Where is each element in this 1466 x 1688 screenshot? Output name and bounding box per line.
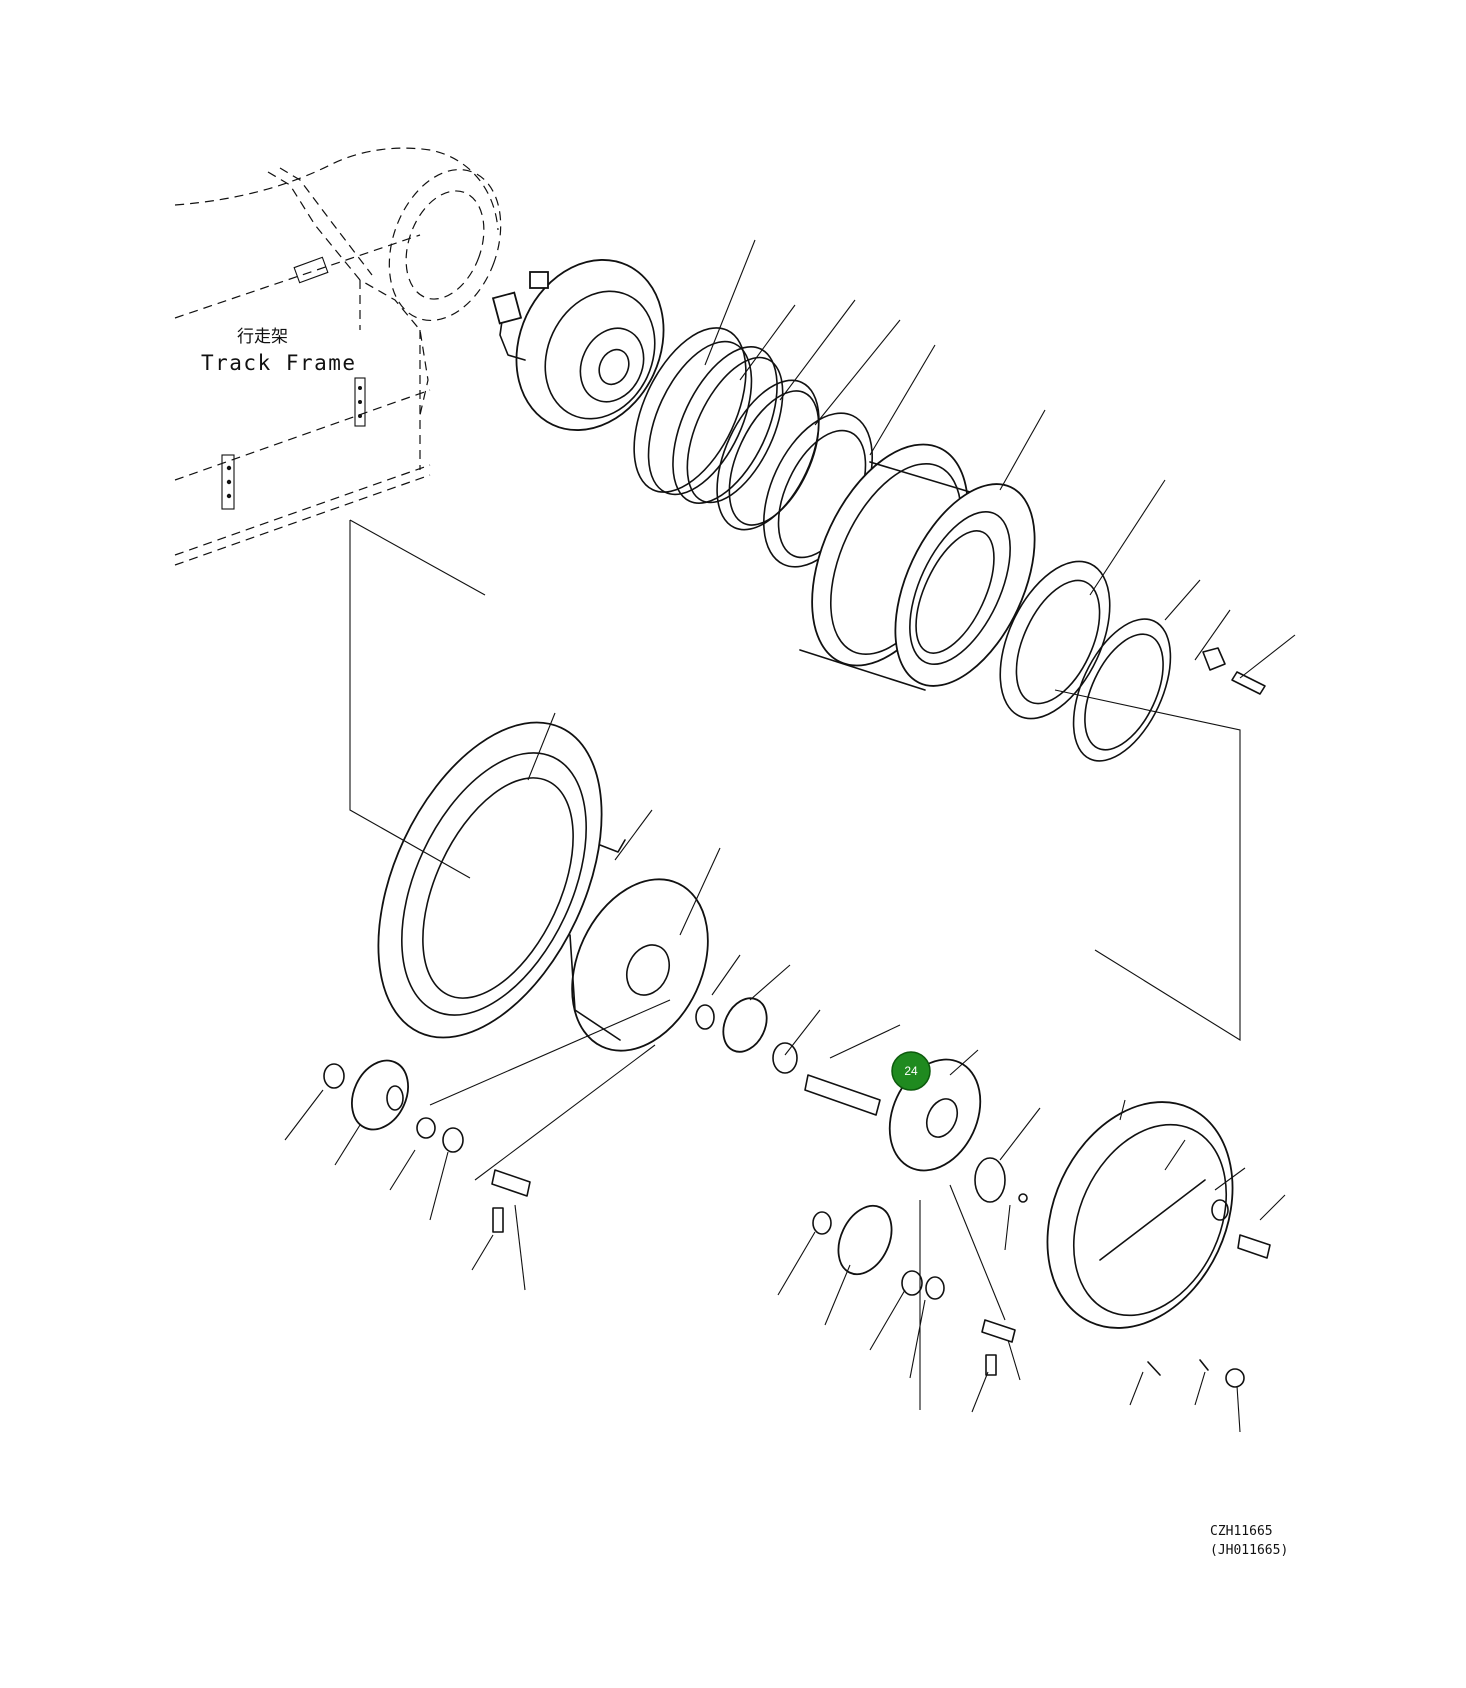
- bearing-and-retainer: [999, 560, 1266, 762]
- track-frame-label-en: Track Frame: [201, 351, 357, 375]
- drawing-code-alt: (JH011665): [1210, 1543, 1288, 1558]
- planetary-carrier: [569, 878, 709, 1052]
- cover-plate: [1046, 1101, 1271, 1329]
- hub-housing: [799, 443, 1036, 691]
- drawing-code: CZH11665: [1210, 1524, 1273, 1539]
- lower-middle-gears: [812, 1204, 1245, 1388]
- track-frame: [174, 147, 502, 566]
- small-parts: [695, 997, 1028, 1203]
- track-frame-label-cn: 行走架: [237, 327, 288, 347]
- callout-badge[interactable]: 24: [891, 1051, 931, 1091]
- sprocket-bolt: [599, 839, 626, 853]
- callout-number: 24: [904, 1064, 918, 1078]
- lower-left-gears: [323, 1059, 531, 1233]
- travel-motor: [491, 259, 665, 431]
- leader-lines: [284, 239, 1296, 1433]
